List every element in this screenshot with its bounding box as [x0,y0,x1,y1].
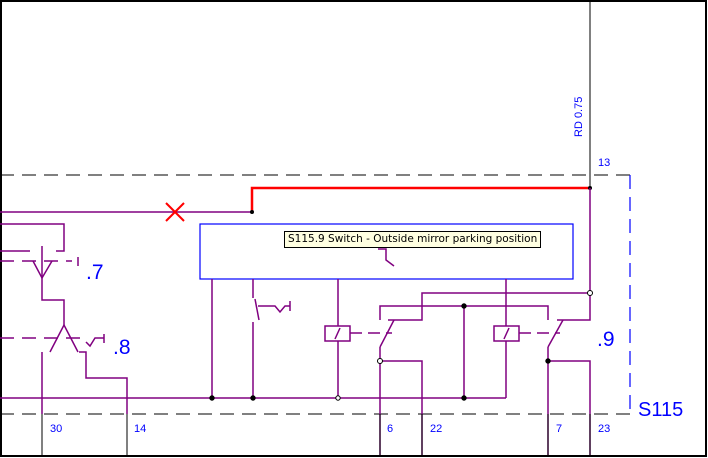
relay-2[interactable] [493,279,560,398]
terminal-label: 23 [598,423,610,435]
component-id-label: S115 [638,399,683,421]
contact-label-9: .9 [597,328,615,351]
terminal-label: 22 [430,423,442,435]
switch-symbol-icon [378,248,395,267]
contact-switch-middle[interactable] [252,279,291,398]
switch-module-box[interactable] [199,223,574,280]
relay-1[interactable] [324,279,392,398]
terminal-label: 30 [50,423,62,435]
wire-terminal-label: 13 [598,157,610,169]
contact-9b[interactable] [547,188,591,455]
wire-label: RD 0.75 [573,97,585,137]
contact-8[interactable] [0,323,128,414]
terminal-label: 14 [134,423,146,435]
terminal-label: 7 [556,423,562,435]
contact-label-8: .8 [113,336,131,359]
cross-mark-icon [165,202,185,222]
highlighted-wire[interactable] [250,186,590,212]
tooltip: S115.9 Switch - Outside mirror parking p… [284,231,542,248]
terminal-label: 6 [387,423,393,435]
contact-7[interactable] [0,223,79,325]
contact-label-7: .7 [86,261,104,284]
